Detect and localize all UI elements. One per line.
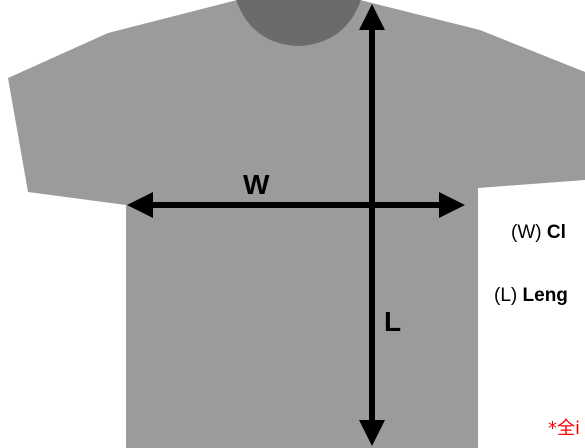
width-arrow — [127, 192, 465, 218]
legend-width: (W) Cl — [511, 222, 566, 244]
legend-length-term: Leng — [522, 285, 568, 306]
legend-length: (L) Leng — [494, 285, 568, 307]
length-arrow-head-bottom — [359, 420, 385, 446]
legend-length-key: (L) — [494, 285, 518, 306]
width-arrow-head-left — [127, 192, 153, 218]
tshirt-collar — [236, 0, 361, 46]
legend-width-key: (W) — [511, 222, 542, 243]
footnote-note: *全i — [548, 418, 581, 439]
length-arrow — [359, 4, 385, 446]
length-arrow-head-top — [359, 4, 385, 30]
tshirt-body — [8, 0, 585, 448]
width-symbol-label: W — [243, 169, 270, 200]
width-arrow-head-right — [439, 192, 465, 218]
legend-width-term: Cl — [546, 222, 566, 243]
length-symbol-label: L — [384, 306, 401, 337]
